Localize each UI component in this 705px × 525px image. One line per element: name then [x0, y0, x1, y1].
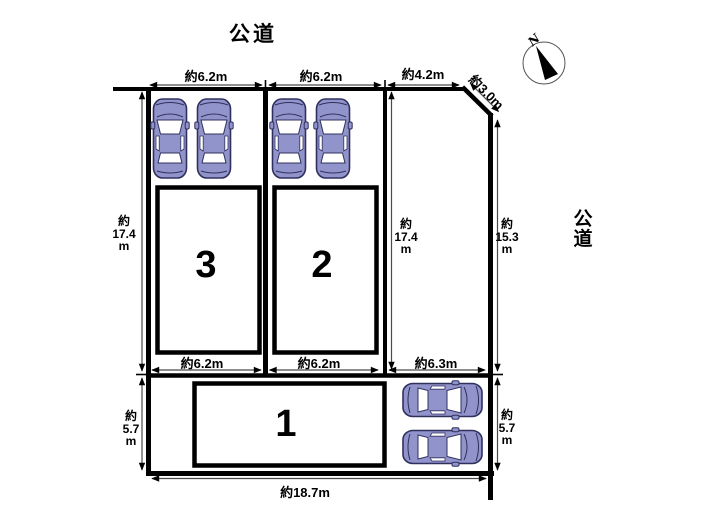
- dim-bottom-width: 約18.7m: [280, 485, 330, 500]
- dim-right-lower-height: 約 5.7 m: [498, 408, 516, 447]
- dim-top-plot3-width: 約6.2m: [184, 69, 228, 84]
- dim-left-lower-height: 約 5.7 m: [122, 409, 140, 448]
- dim-inner-plot2-width: 約6.2m: [297, 356, 341, 371]
- dim-middle-height: 約 17.4 m: [394, 217, 418, 256]
- building-footprints: [155, 185, 387, 468]
- dim-left-upper-height: 約 17.4 m: [112, 214, 136, 253]
- dim-right-upper-height: 約 15.3 m: [495, 217, 519, 256]
- dim-inner-right-width: 約6.3m: [414, 356, 458, 371]
- dimension-lines: [138, 81, 501, 482]
- road-label-top: 公道: [229, 23, 277, 46]
- building-plot3: [155, 185, 262, 355]
- car-icon: [312, 98, 354, 179]
- property-boundary: [113, 85, 494, 500]
- plot3-number: 3: [195, 244, 217, 286]
- car-icon: [402, 426, 483, 468]
- dim-inner-plot3-width: 約6.2m: [180, 356, 224, 371]
- dim-top-right-width: 約4.2m: [401, 67, 445, 82]
- dim-top-plot2-width: 約6.2m: [299, 69, 343, 84]
- car-icon: [150, 98, 190, 179]
- road-label-right: 公道: [573, 209, 593, 250]
- car-icon: [194, 98, 234, 179]
- car-icon: [402, 379, 483, 421]
- building-plot1: [192, 381, 387, 468]
- compass-icon: [522, 41, 566, 85]
- building-plot2: [272, 185, 379, 355]
- car-icon: [268, 98, 310, 179]
- plot2-number: 2: [311, 244, 333, 286]
- dimension-ticks: [136, 80, 503, 376]
- plot1-number: 1: [275, 403, 297, 445]
- plot-dividers: [146, 89, 490, 378]
